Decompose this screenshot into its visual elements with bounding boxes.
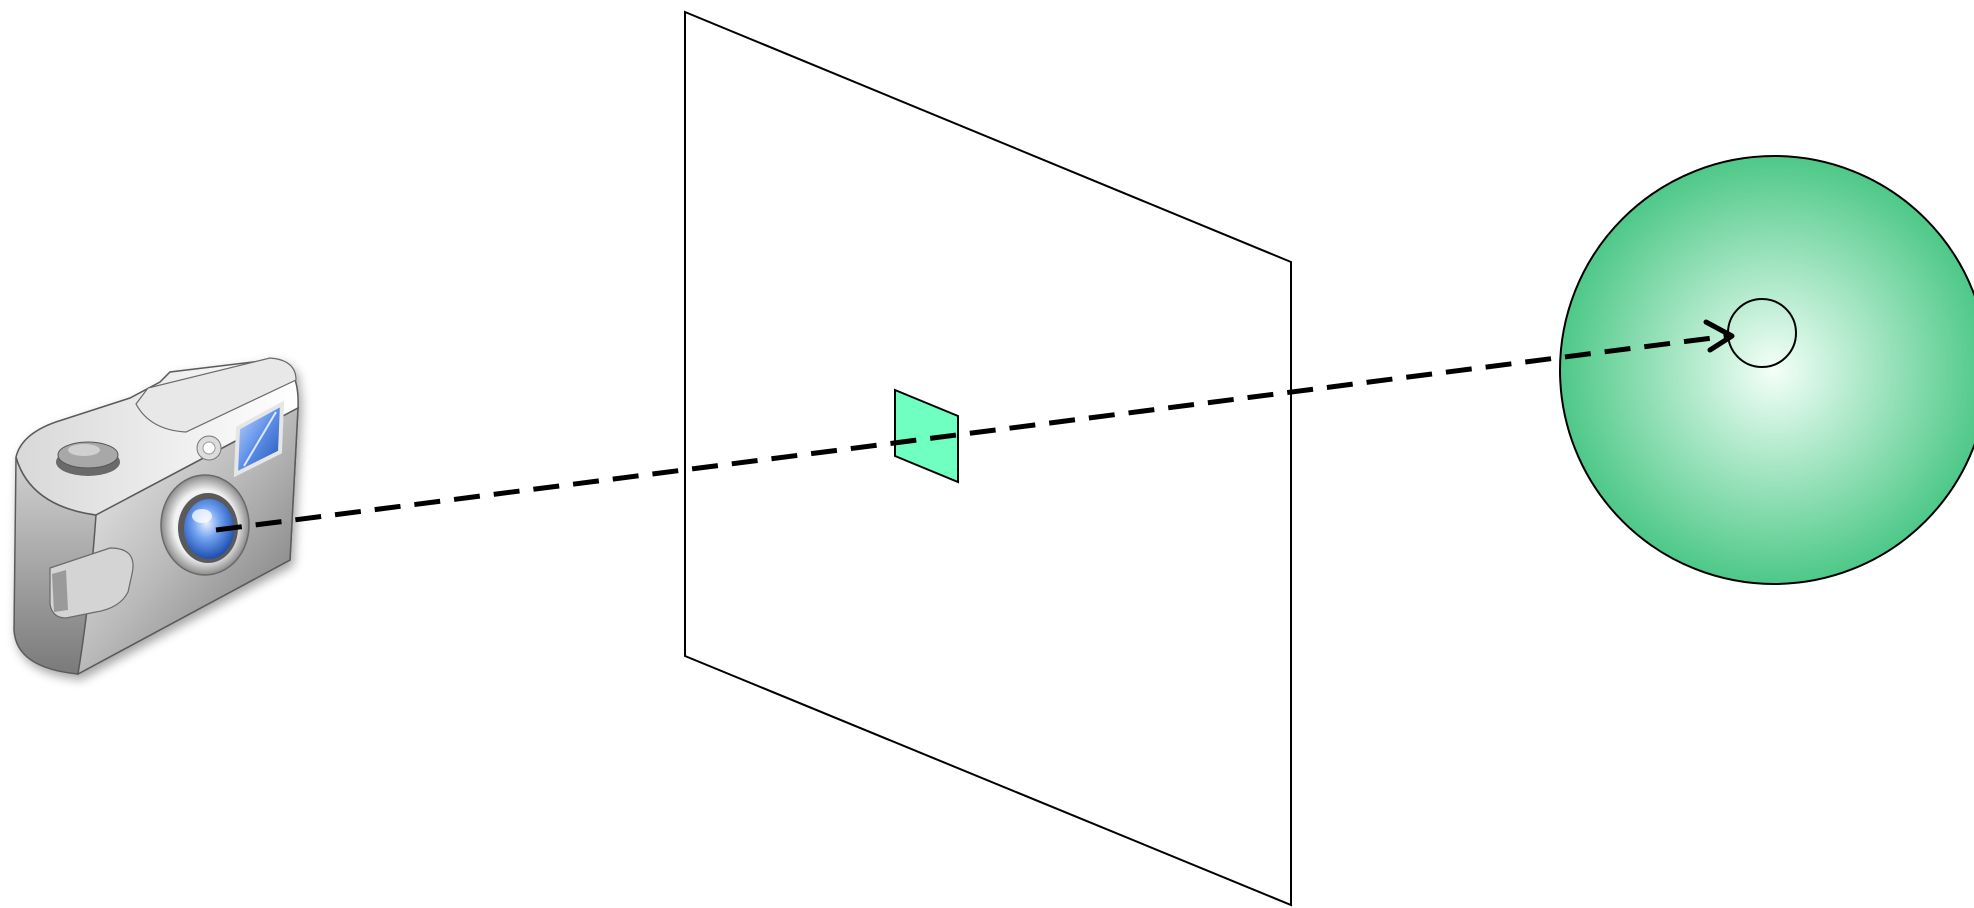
highlighted-pixel bbox=[894, 388, 959, 484]
arrowhead-icon bbox=[1703, 319, 1735, 353]
image-plane bbox=[684, 10, 1292, 907]
view-ray bbox=[215, 333, 1729, 533]
scene-sphere bbox=[1559, 155, 1974, 585]
camera-icon bbox=[13, 357, 299, 676]
